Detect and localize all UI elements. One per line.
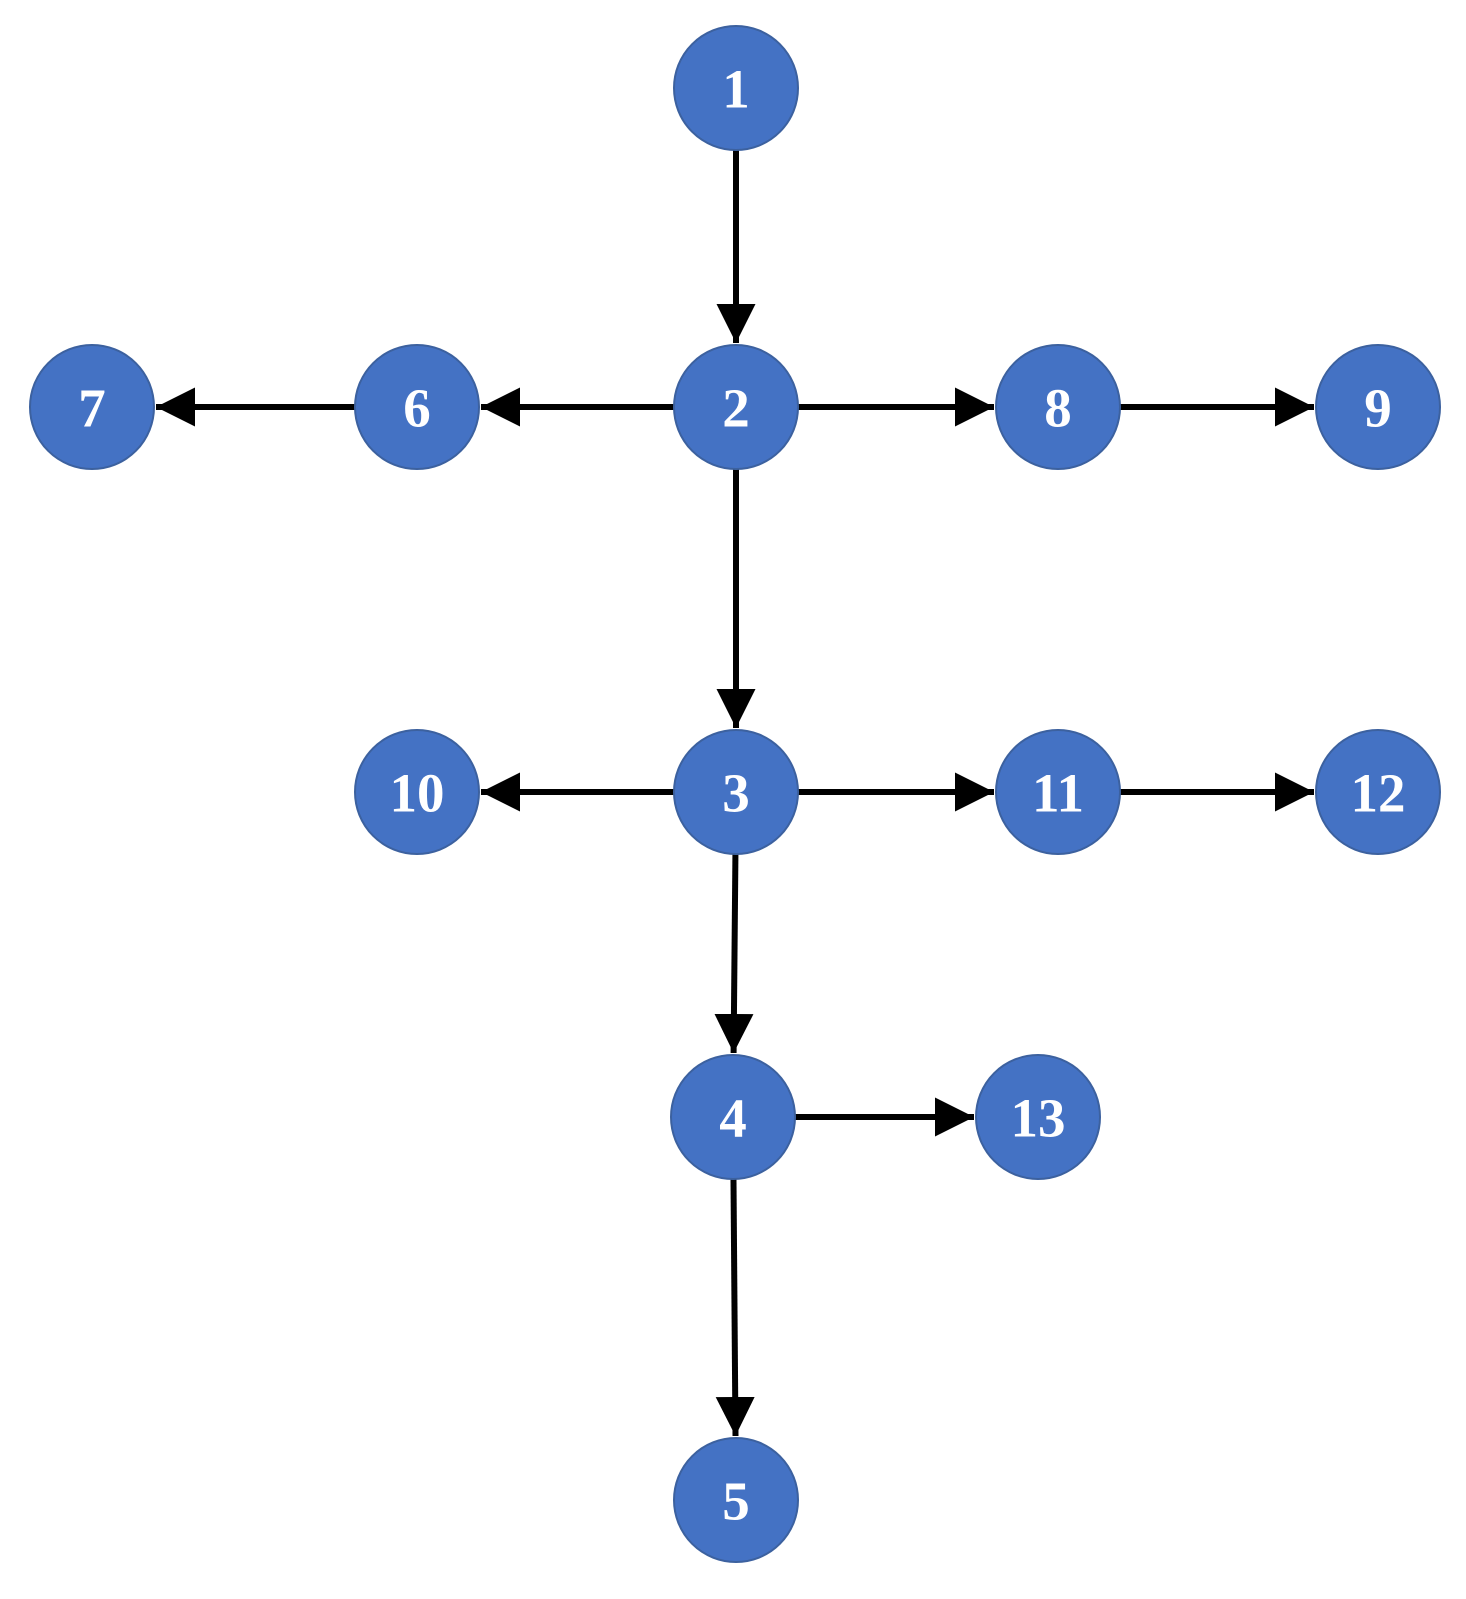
node-circle-1 (673, 25, 799, 151)
edge-arrow-4-to-5 (715, 1178, 755, 1437)
node-circle-3 (673, 729, 799, 855)
graph-node-1: 1 (673, 25, 799, 151)
node-circle-11 (995, 729, 1121, 855)
node-circle-5 (673, 1437, 799, 1563)
node-circle-12 (1315, 729, 1441, 855)
edge-arrow-3-to-4 (714, 853, 754, 1054)
node-circle-2 (673, 344, 799, 470)
graph-node-6: 6 (354, 344, 480, 470)
node-circle-7 (29, 344, 155, 470)
node-circle-10 (354, 729, 480, 855)
node-circle-9 (1315, 344, 1441, 470)
graph-node-3: 3 (673, 729, 799, 855)
graph-node-10: 10 (354, 729, 480, 855)
graph-node-5: 5 (673, 1437, 799, 1563)
node-circle-4 (670, 1054, 796, 1180)
node-circle-8 (995, 344, 1121, 470)
graph-node-12: 12 (1315, 729, 1441, 855)
node-circle-6 (354, 344, 480, 470)
graph-node-7: 7 (29, 344, 155, 470)
graph-node-4: 4 (670, 1054, 796, 1180)
graph-node-2: 2 (673, 344, 799, 470)
graph-node-9: 9 (1315, 344, 1441, 470)
graph-node-13: 13 (975, 1054, 1101, 1180)
graph-node-8: 8 (995, 344, 1121, 470)
node-circle-13 (975, 1054, 1101, 1180)
graph-node-11: 11 (995, 729, 1121, 855)
